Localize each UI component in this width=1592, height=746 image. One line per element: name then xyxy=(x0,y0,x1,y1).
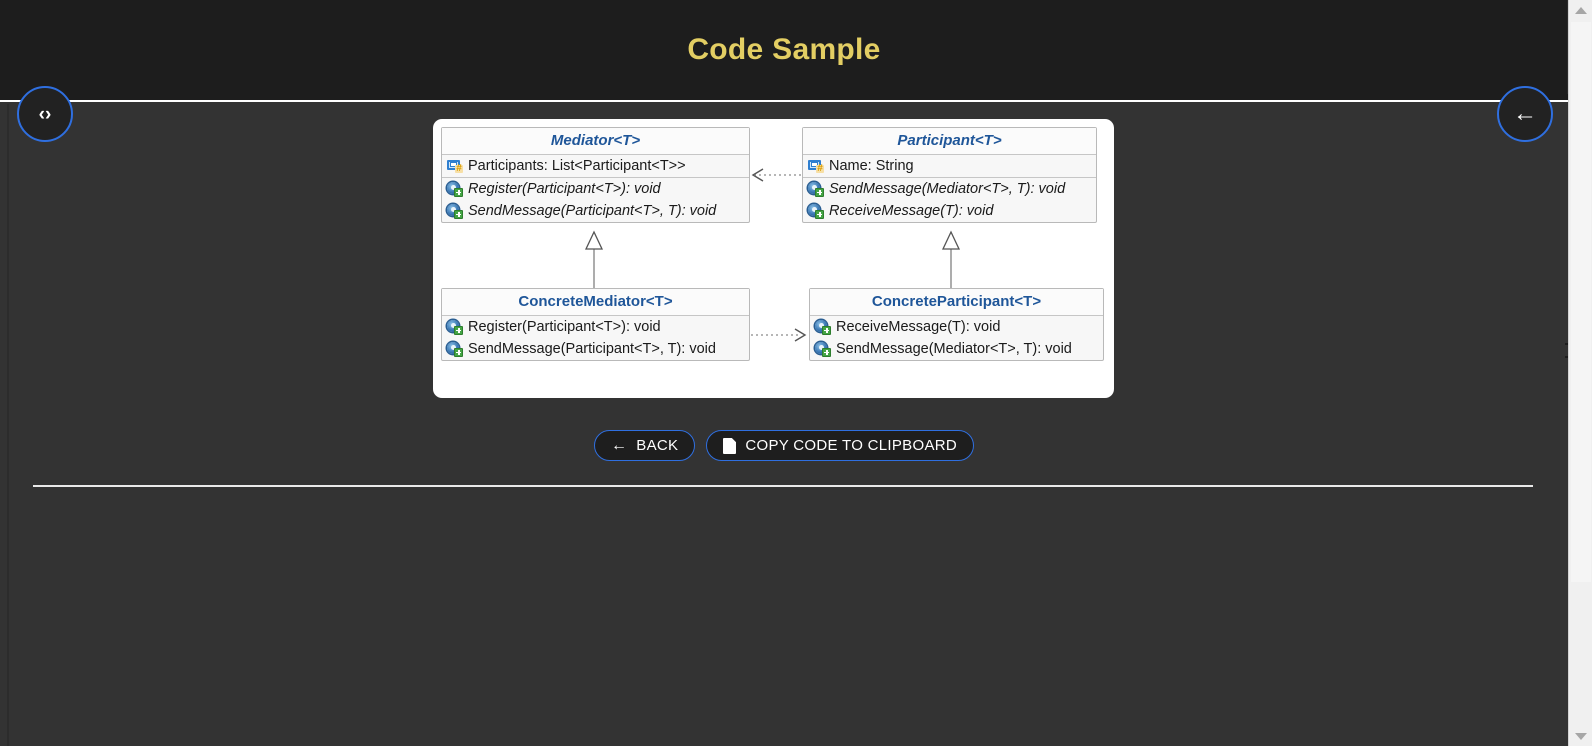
chevron-up-icon xyxy=(1575,6,1587,14)
method-icon xyxy=(815,319,832,335)
copy-code-button-label: COPY CODE TO CLIPBOARD xyxy=(745,437,958,454)
copy-code-button[interactable]: COPY CODE TO CLIPBOARD xyxy=(706,430,975,461)
uml-method-label: SendMessage(Participant<T>, T): void xyxy=(468,341,716,357)
uml-methods-section: Register(Participant<T>): void SendMessa… xyxy=(442,316,749,360)
scrollbar-down-button[interactable] xyxy=(1569,726,1592,746)
scrollbar-gutter-strip xyxy=(1567,0,1568,94)
action-button-row: ← BACK COPY CODE TO CLIPBOARD xyxy=(0,430,1568,461)
uml-method: SendMessage(Mediator<T>, T): void xyxy=(810,338,1103,360)
uml-canvas: Mediator<T> # Participants: List<Partici… xyxy=(433,119,1114,398)
uml-attribute: # Name: String xyxy=(803,155,1096,177)
uml-method-label: SendMessage(Participant<T>, T): void xyxy=(468,203,717,219)
method-icon xyxy=(447,203,464,219)
uml-method: SendMessage(Participant<T>, T): void xyxy=(442,338,749,360)
uml-method-label: SendMessage(Mediator<T>, T): void xyxy=(829,181,1066,197)
uml-methods-section: ReceiveMessage(T): void SendMessage(Medi… xyxy=(810,316,1103,360)
uml-attribute-label: Name: String xyxy=(829,158,914,174)
page-title: Code Sample xyxy=(687,33,881,66)
uml-class-title: Mediator<T> xyxy=(442,128,749,155)
uml-class-title: Participant<T> xyxy=(803,128,1096,155)
method-icon xyxy=(808,181,825,197)
property-icon: # xyxy=(447,159,464,174)
uml-method-label: SendMessage(Mediator<T>, T): void xyxy=(836,341,1072,357)
uml-class-concrete-participant[interactable]: ConcreteParticipant<T> ReceiveMessage(T)… xyxy=(809,288,1104,361)
uml-method: Register(Participant<T>): void xyxy=(442,316,749,338)
uml-method: SendMessage(Participant<T>, T): void xyxy=(442,200,749,222)
arrow-left-icon: ← xyxy=(1513,100,1537,127)
method-icon xyxy=(815,341,832,357)
scrollbar-thumb[interactable] xyxy=(1571,22,1591,582)
file-copy-icon xyxy=(723,437,737,454)
uml-method-label: Register(Participant<T>): void xyxy=(468,181,661,197)
property-icon: # xyxy=(808,159,825,174)
uml-methods-section: SendMessage(Mediator<T>, T): void Receiv… xyxy=(803,178,1096,222)
method-icon xyxy=(447,341,464,357)
code-icon: ‹› xyxy=(38,103,52,125)
uml-attributes-section: # Participants: List<Participant<T>> xyxy=(442,155,749,178)
uml-method-label: ReceiveMessage(T): void xyxy=(829,203,994,219)
uml-class-title: ConcreteMediator<T> xyxy=(442,289,749,316)
page-header: Code Sample xyxy=(0,0,1568,102)
back-button[interactable]: ← BACK xyxy=(593,430,696,461)
uml-class-mediator[interactable]: Mediator<T> # Participants: List<Partici… xyxy=(441,127,750,223)
uml-method: ReceiveMessage(T): void xyxy=(803,200,1096,222)
chevron-down-icon xyxy=(1575,732,1587,740)
uml-method: SendMessage(Mediator<T>, T): void xyxy=(803,178,1096,200)
scrollbar-up-button[interactable] xyxy=(1569,0,1592,20)
uml-attribute: # Participants: List<Participant<T>> xyxy=(442,155,749,177)
back-button-label: BACK xyxy=(636,437,679,454)
scrollbar-nub xyxy=(1565,356,1568,358)
uml-diagram-card: Mediator<T> # Participants: List<Partici… xyxy=(433,119,1114,398)
arrow-left-icon: ← xyxy=(610,436,628,454)
uml-class-concrete-mediator[interactable]: ConcreteMediator<T> Register(Participant… xyxy=(441,288,750,361)
uml-method-label: ReceiveMessage(T): void xyxy=(836,319,1001,335)
uml-attributes-section: # Name: String xyxy=(803,155,1096,178)
uml-method-label: Register(Participant<T>): void xyxy=(468,319,661,335)
left-gutter-line xyxy=(7,104,9,746)
content-area: Mediator<T> # Participants: List<Partici… xyxy=(0,104,1568,746)
scrollbar-nub xyxy=(1565,343,1568,345)
horizontal-divider xyxy=(33,485,1533,487)
uml-class-title: ConcreteParticipant<T> xyxy=(810,289,1103,316)
method-icon xyxy=(447,181,464,197)
uml-class-participant[interactable]: Participant<T> # Name: String xyxy=(802,127,1097,223)
uml-method: ReceiveMessage(T): void xyxy=(810,316,1103,338)
uml-method: Register(Participant<T>): void xyxy=(442,178,749,200)
code-icon-button[interactable]: ‹› xyxy=(17,86,73,142)
uml-methods-section: Register(Participant<T>): void SendMessa… xyxy=(442,178,749,222)
method-icon xyxy=(447,319,464,335)
back-fab-button[interactable]: ← xyxy=(1497,86,1553,142)
method-icon xyxy=(808,203,825,219)
vertical-scrollbar[interactable] xyxy=(1568,0,1592,746)
uml-attribute-label: Participants: List<Participant<T>> xyxy=(468,158,686,174)
